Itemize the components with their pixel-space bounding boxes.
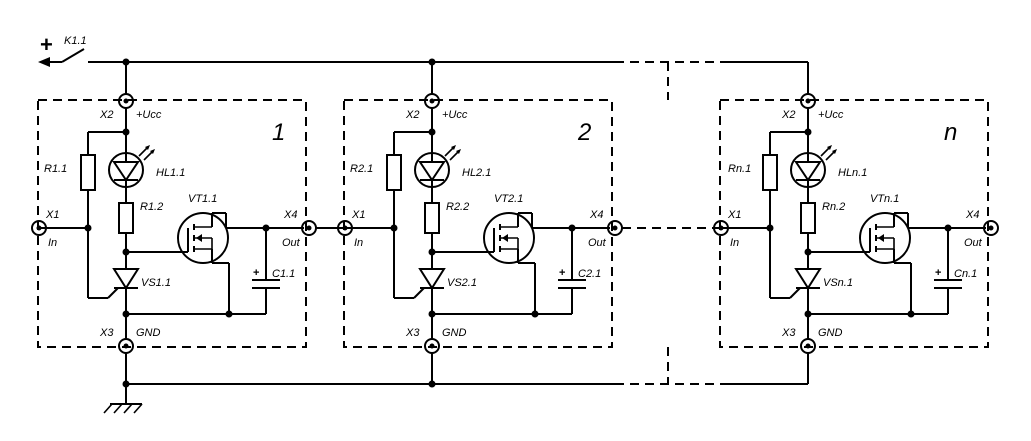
terminal-x1-label: X1 <box>351 209 365 221</box>
capacitor-label: Cn.1 <box>954 268 977 280</box>
module-n-circuit <box>713 61 999 385</box>
module-1: 1 X2 +Ucc X1 In X3 GND X4 Out R1.1 HL1.1… <box>31 61 317 385</box>
capacitor-label: C1.1 <box>272 268 295 280</box>
module-n: n X2 +Ucc X1 In X3 GND X4 Out Rn.1 HLn.1… <box>713 61 999 385</box>
terminal-x4-label: X4 <box>283 209 297 221</box>
transistor-label: VT1.1 <box>188 193 217 205</box>
switch-label: K1.1 <box>64 35 87 47</box>
ucc-label: +Ucc <box>136 109 162 121</box>
thyristor-label: VSn.1 <box>823 277 853 289</box>
input-arrow-icon <box>38 57 50 67</box>
module-2: 2 X2 +Ucc X1 In X3 GND X4 Out R2.1 HL2.1… <box>337 61 623 385</box>
module-number: 1 <box>272 119 285 146</box>
capacitor-label: C2.1 <box>578 268 601 280</box>
resistor-2-label: Rn.2 <box>822 201 845 213</box>
terminal-x4-label: X4 <box>589 209 603 221</box>
module-1-circuit <box>31 61 317 385</box>
terminal-x1-label: X1 <box>45 209 59 221</box>
power-input: + K1.1 <box>38 32 95 67</box>
out-label: Out <box>964 237 983 249</box>
terminal-x1-label: X1 <box>727 209 741 221</box>
resistor-1-label: Rn.1 <box>728 163 751 175</box>
in-label: In <box>730 237 739 249</box>
thyristor-label: VS1.1 <box>141 277 171 289</box>
terminal-x3-label: X3 <box>781 327 796 339</box>
module-number: 2 <box>577 119 591 146</box>
terminal-x2-label: X2 <box>99 109 113 121</box>
transistor-label: VT2.1 <box>494 193 523 205</box>
ground-symbol-icon <box>103 403 143 414</box>
led-label: HL2.1 <box>462 167 491 179</box>
resistor-1-label: R1.1 <box>44 163 67 175</box>
ground-rail <box>103 347 808 414</box>
gnd-label: GND <box>442 327 467 339</box>
gnd-label: GND <box>818 327 843 339</box>
ucc-label: +Ucc <box>442 109 468 121</box>
terminal-x2-label: X2 <box>405 109 419 121</box>
module-2-circuit <box>337 61 623 385</box>
transistor-label: VTn.1 <box>870 193 899 205</box>
supply-rail <box>88 58 808 100</box>
in-label: In <box>48 237 57 249</box>
plus-sign: + <box>40 32 53 57</box>
terminal-x3-label: X3 <box>99 327 114 339</box>
capacitor-plus: + <box>935 267 941 279</box>
resistor-2-label: R1.2 <box>140 201 163 213</box>
out-label: Out <box>282 237 301 249</box>
terminal-x4-label: X4 <box>965 209 979 221</box>
resistor-2-label: R2.2 <box>446 201 469 213</box>
resistor-1-label: R2.1 <box>350 163 373 175</box>
terminal-x3-label: X3 <box>405 327 420 339</box>
capacitor-plus: + <box>559 267 565 279</box>
out-label: Out <box>588 237 607 249</box>
led-label: HL1.1 <box>156 167 185 179</box>
ucc-label: +Ucc <box>818 109 844 121</box>
thyristor-label: VS2.1 <box>447 277 477 289</box>
switch-k1-1 <box>61 48 85 63</box>
capacitor-plus: + <box>253 267 259 279</box>
in-label: In <box>354 237 363 249</box>
module-number: n <box>944 119 957 146</box>
gnd-label: GND <box>136 327 161 339</box>
terminal-x2-label: X2 <box>781 109 795 121</box>
led-label: HLn.1 <box>838 167 867 179</box>
